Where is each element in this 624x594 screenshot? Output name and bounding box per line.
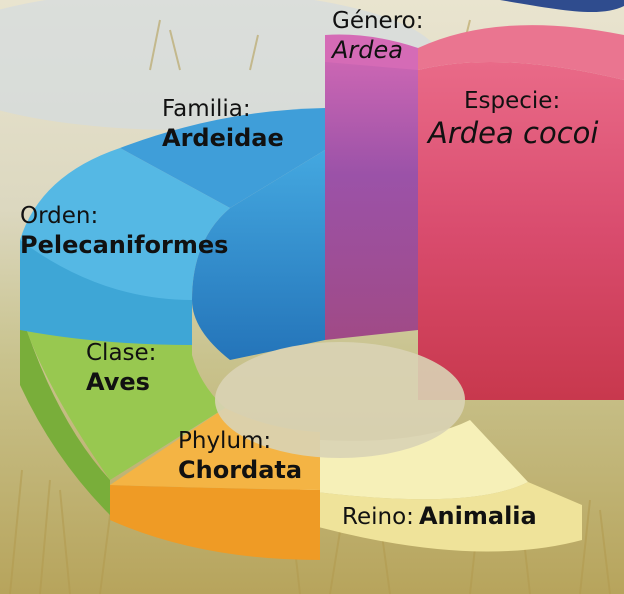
reino-value: Animalia: [419, 502, 537, 530]
label-phylum: Phylum: Chordata: [178, 428, 302, 484]
phylum-value: Chordata: [178, 456, 302, 485]
genero-value: Ardea: [332, 36, 423, 65]
label-especie: Especie: Ardea cocoi: [428, 88, 598, 150]
familia-key: Familia:: [162, 96, 284, 124]
phylum-key: Phylum:: [178, 428, 302, 456]
label-reino: Reino: Animalia: [342, 502, 537, 532]
orden-key: Orden:: [20, 203, 228, 231]
especie-value: Ardea cocoi: [428, 116, 598, 151]
especie-key: Especie:: [464, 88, 598, 116]
orden-value: Pelecaniformes: [20, 231, 228, 260]
label-genero: Género: Ardea: [332, 8, 423, 64]
genero-key: Género:: [332, 8, 423, 36]
label-orden: Orden: Pelecaniformes: [20, 203, 228, 259]
segment-genero-side: [325, 40, 418, 340]
label-familia: Familia: Ardeidae: [162, 96, 284, 152]
clase-value: Aves: [86, 368, 156, 397]
label-clase: Clase: Aves: [86, 340, 156, 396]
clase-key: Clase:: [86, 340, 156, 368]
reino-key: Reino:: [342, 504, 414, 530]
familia-value: Ardeidae: [162, 124, 284, 153]
